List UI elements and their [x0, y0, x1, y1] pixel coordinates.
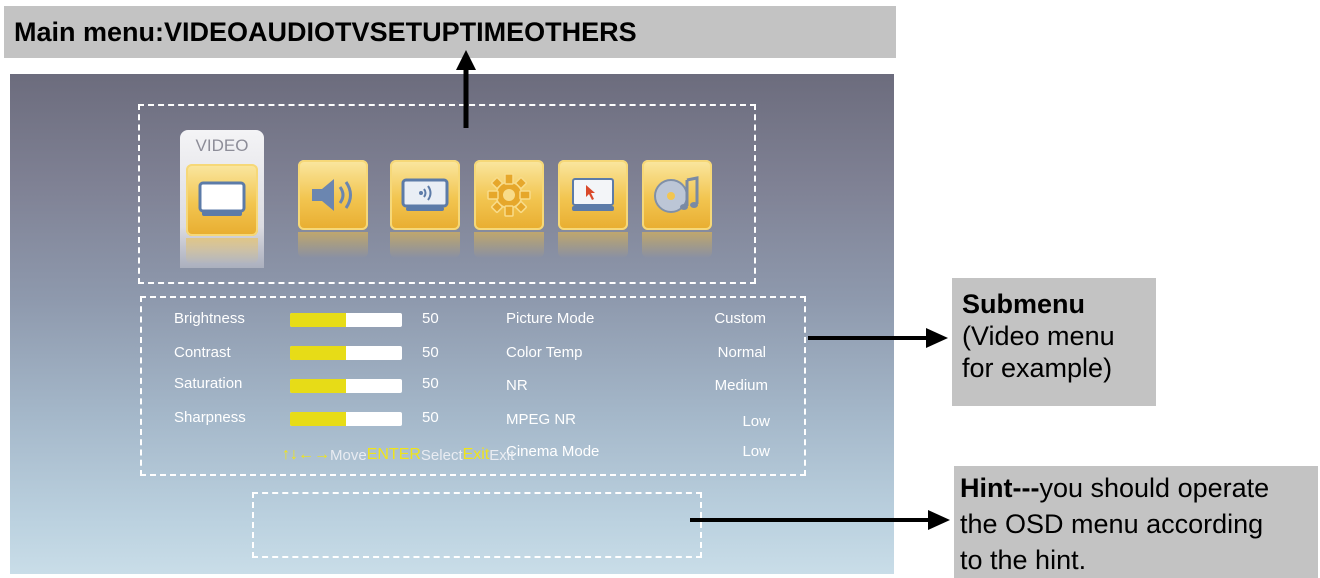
main-menu-item-video: VIDEO [164, 16, 249, 47]
picture-mode-label[interactable]: Picture Mode [506, 310, 595, 327]
hint-move: Move [330, 446, 367, 464]
mpeg-nr-label[interactable]: MPEG NR [506, 411, 577, 428]
osd-screen: VIDEO Brightness 50 Contrast 50 Saturati… [10, 74, 894, 574]
nr-label[interactable]: NR [506, 377, 528, 394]
main-menu-icons-box [138, 104, 756, 284]
submenu-box [140, 296, 806, 476]
sharpness-value: 50 [422, 409, 439, 426]
sharpness-slider-fill [290, 412, 346, 426]
hint-callout-line1: you should operate [1039, 473, 1270, 503]
hint-box [252, 492, 702, 558]
hint-callout-line3: to the hint. [960, 545, 1087, 575]
sharpness-label: Sharpness [174, 409, 246, 426]
others-icon-reflection [642, 232, 712, 258]
sharpness-slider[interactable] [290, 412, 402, 426]
time-icon[interactable] [558, 160, 628, 230]
main-menu-label: Main menu: [14, 16, 165, 47]
time-icon-reflection [558, 232, 628, 258]
saturation-slider[interactable] [290, 379, 402, 393]
audio-icon-reflection [298, 232, 368, 258]
tv-icon[interactable] [390, 160, 460, 230]
hint-arrows: ↑↓←→ [282, 446, 330, 463]
cinema-mode-label[interactable]: Cinema Mode [506, 443, 600, 460]
main-menu-item-setup: SETUP [369, 16, 460, 47]
submenu-callout-line1: (Video menu [962, 321, 1115, 351]
video-icon[interactable] [186, 164, 258, 236]
hint-callout-bold: Hint--- [960, 473, 1040, 503]
main-menu-item-others: OTHERS [524, 16, 637, 47]
audio-icon[interactable] [298, 160, 368, 230]
brightness-label: Brightness [174, 310, 245, 327]
contrast-label: Contrast [174, 344, 231, 361]
picture-mode-value[interactable]: Custom [714, 310, 766, 327]
video-icon-reflection [186, 238, 258, 264]
contrast-slider[interactable] [290, 346, 402, 360]
saturation-slider-fill [290, 379, 346, 393]
arrow-to-main-menu [456, 50, 476, 128]
arrow-to-submenu-callout [808, 328, 948, 348]
mpeg-nr-value[interactable]: Low [742, 413, 770, 430]
hint-exit: Exit [489, 446, 515, 464]
main-menu-item-audio: AUDIO [248, 16, 336, 47]
contrast-value: 50 [422, 344, 439, 361]
tv-icon-reflection [390, 232, 460, 258]
setup-gear-icon[interactable] [474, 160, 544, 230]
cinema-mode-value[interactable]: Low [742, 443, 770, 460]
color-temp-value[interactable]: Normal [717, 344, 766, 361]
submenu-callout: Submenu (Video menu for example) [952, 278, 1156, 406]
main-menu-banner: Main menu: VIDEO AUDIO TV SETUP TIME OTH… [4, 6, 896, 58]
hint-bar: ↑↓←→ Move ENTER Select Exit Exit [282, 446, 514, 464]
color-temp-label[interactable]: Color Temp [506, 344, 583, 361]
video-icon-label: VIDEO [195, 136, 249, 155]
hint-exit-key: Exit [462, 446, 490, 463]
hint-select: Select [420, 446, 463, 464]
brightness-value: 50 [422, 310, 439, 327]
contrast-slider-fill [290, 346, 346, 360]
hint-enter-key: ENTER [366, 446, 421, 463]
submenu-callout-line2: for example) [962, 353, 1113, 383]
brightness-slider-fill [290, 313, 346, 327]
saturation-value: 50 [422, 375, 439, 392]
arrow-to-hint-callout [690, 510, 950, 530]
setup-icon-reflection [474, 232, 544, 258]
nr-value[interactable]: Medium [714, 377, 768, 394]
hint-callout: Hint---you should operate the OSD menu a… [954, 466, 1318, 578]
submenu-callout-title: Submenu [962, 289, 1086, 319]
main-menu-item-tv: TV [335, 16, 370, 47]
brightness-slider[interactable] [290, 313, 402, 327]
others-music-icon[interactable] [642, 160, 712, 230]
hint-callout-line2: the OSD menu according [960, 509, 1264, 539]
saturation-label: Saturation [174, 375, 243, 392]
main-menu-item-time: TIME [459, 16, 525, 47]
